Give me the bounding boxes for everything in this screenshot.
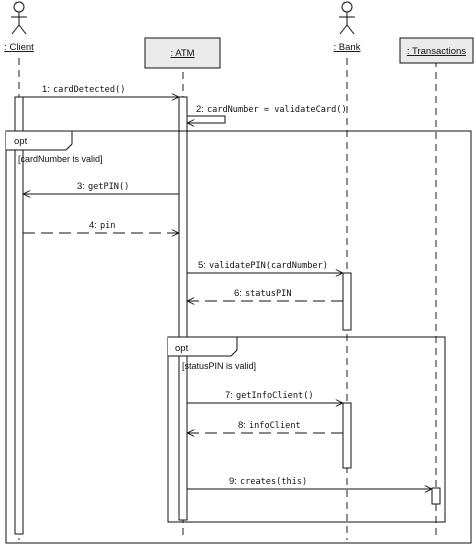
activation-bank-1	[342, 272, 352, 331]
participant-bank-label: : Bank	[334, 42, 361, 53]
message-6-label: 6:statusPIN	[234, 288, 292, 299]
participant-atm-box	[144, 37, 221, 69]
activation-transactions	[431, 487, 441, 505]
actor-bank-head	[341, 1, 353, 13]
participant-client-label: : Client	[4, 42, 34, 53]
activation-atm	[178, 96, 188, 521]
fragment-opt-outer-operator: opt	[14, 136, 28, 147]
participant-transactions-box	[399, 37, 474, 64]
message-1-label: 1:cardDetected()	[42, 84, 125, 95]
message-7-label: 7:getInfoClient()	[225, 390, 314, 401]
message-2-arrow	[187, 115, 226, 123]
message-3-label: 3:getPIN()	[77, 181, 129, 192]
actor-bank	[339, 1, 355, 35]
message-8-label: 8:infoClient	[238, 420, 301, 431]
message-9-label: 9:creates(this)	[229, 476, 307, 487]
fragment-opt-inner-guard: [statusPIN is valid]	[182, 361, 256, 371]
message-4-label: 4:pin	[89, 220, 115, 231]
actor-client-head	[13, 1, 25, 13]
actor-client	[11, 1, 27, 35]
message-5-label: 5:validatePIN(cardNumber)	[198, 260, 328, 271]
participant-transactions-label: : Transactions	[407, 46, 466, 57]
activations	[14, 96, 441, 535]
fragment-opt-inner-operator: opt	[175, 343, 189, 354]
activation-client	[14, 96, 24, 535]
participant-atm-label: : ATM	[170, 48, 194, 59]
fragment-opt-outer-guard: [cardNumber is valid]	[18, 154, 103, 164]
fragment-opt-outer	[5, 130, 472, 544]
message-2-label: 2:cardNumber = validateCard()	[196, 104, 347, 115]
activation-bank-2	[342, 402, 352, 469]
fragment-opt-inner-tab	[168, 336, 238, 357]
fragment-opt-outer-tab	[6, 130, 73, 151]
lifelines	[18, 58, 437, 540]
fragment-opt-inner	[167, 336, 446, 523]
